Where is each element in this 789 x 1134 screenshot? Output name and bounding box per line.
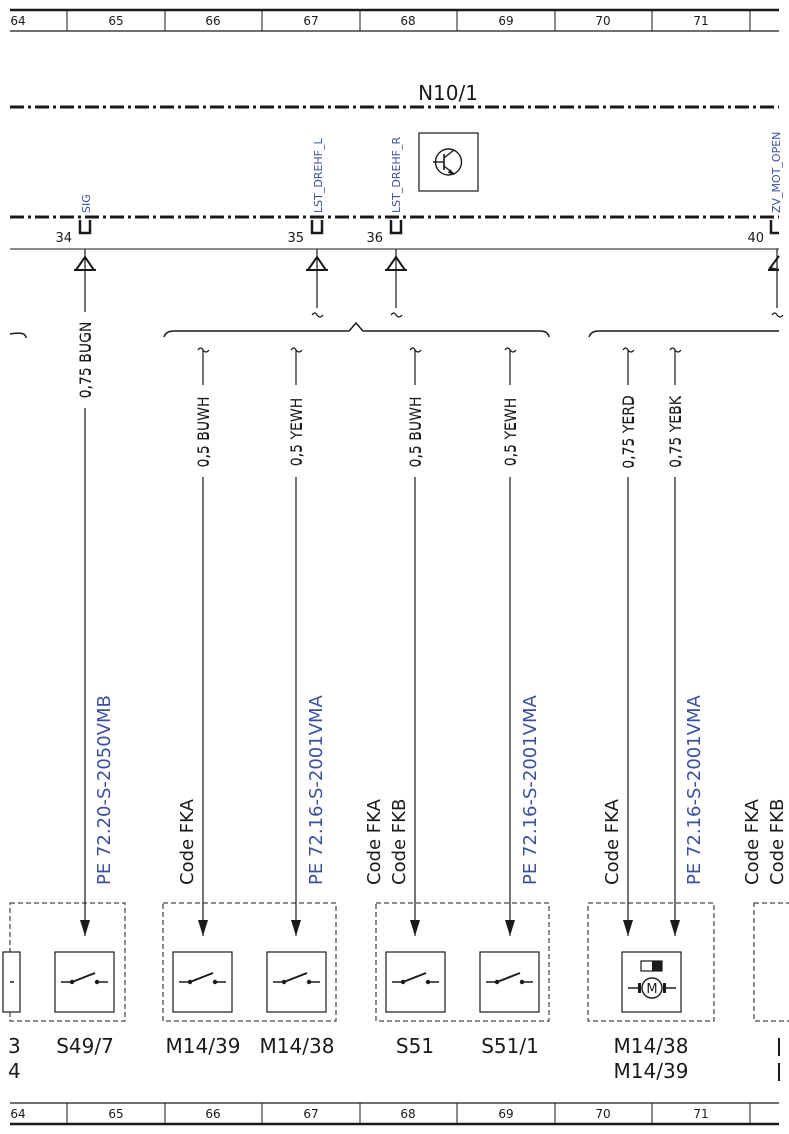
ref-s49-7: PE 72.20-S-2050VMB: [94, 695, 115, 885]
wire-label-bugn-text: 0,75 BUGN: [78, 322, 94, 399]
grid-col-66: 66: [205, 14, 220, 28]
grid-col-71-bottom: 71: [693, 1107, 708, 1121]
pin-signal-sig: SIG: [80, 194, 93, 213]
grid-col-68: 68: [400, 14, 415, 28]
switch-icon-s49-7: [54, 951, 115, 1013]
svg-text:M: M: [646, 982, 657, 997]
pin-number-35: 35: [287, 231, 304, 246]
grid-col-67: 67: [303, 14, 318, 28]
wire-label-yewh-1-text: 0,5 YEWH: [289, 398, 305, 466]
pin-signal-lst-drehf-r: LST_DREHF_R: [390, 137, 403, 213]
wire-label-yebk-text: 0,75 YEBK: [668, 395, 684, 468]
component-label-partial-2: 4: [8, 1059, 21, 1083]
grid-col-67-bottom: 67: [303, 1107, 318, 1121]
pin-signal-zv-mot-open: ZV_MOT_OPEN: [770, 132, 783, 213]
switch-icon-s51-1: [479, 951, 540, 1013]
wire-label-yerd-text: 0,75 YERD: [621, 395, 637, 469]
pin-number-36: 36: [366, 231, 383, 246]
component-label-s49-7: S49/7: [56, 1034, 114, 1058]
ref-m14: PE 72.16-S-2001VMA: [306, 694, 327, 885]
wire-label-yewh-2-text: 0,5 YEWH: [503, 398, 519, 466]
wire-label-buwh-1-text: 0,5 BUWH: [196, 397, 212, 468]
component-label-s51: S51: [396, 1034, 434, 1058]
code-fka-right: Code FKA: [742, 798, 763, 885]
top-grid-ruler: 64 65 66 67 68 69 70 71: [10, 8, 779, 32]
component-box-motor: [587, 902, 715, 1022]
component-label-motor-1: M14/38: [614, 1034, 689, 1058]
switch-icon-s51: [385, 951, 446, 1013]
grid-col-66-bottom: 66: [205, 1107, 220, 1121]
pin-number-34: 34: [55, 231, 72, 246]
transistor-icon: [418, 132, 479, 192]
component-label-m14-38: M14/38: [260, 1034, 335, 1058]
component-label-s51-1: S51/1: [481, 1034, 539, 1058]
grid-col-65: 65: [108, 14, 123, 28]
switch-icon-m14-39: [172, 951, 233, 1013]
motor-icon: M: [621, 951, 682, 1013]
component-box-m14: [162, 902, 337, 1022]
grid-col-68-bottom: 68: [400, 1107, 415, 1121]
grid-col-64-bottom: 64: [10, 1107, 25, 1121]
grid-col-70-bottom: 70: [595, 1107, 610, 1121]
switch-icon-m14-38: [266, 951, 327, 1013]
code-fka-motor: Code FKA: [602, 798, 623, 885]
cable-group-braces: [9, 321, 779, 339]
component-box-s49-7: [9, 902, 126, 1022]
component-label-partial-1: 3: [8, 1034, 21, 1058]
pin-number-40: 40: [747, 231, 764, 246]
grid-col-65-bottom: 65: [108, 1107, 123, 1121]
code-fka-s51: Code FKA: [364, 798, 385, 885]
grid-col-70: 70: [595, 14, 610, 28]
switch-partial: [2, 951, 21, 1013]
pin-signal-lst-drehf-l: LST_DREHF_L: [312, 138, 325, 213]
component-label-motor-2: M14/39: [614, 1059, 689, 1083]
connector-terminals: [74, 255, 780, 271]
module-n10-1: N10/1 SIG LST_DREHF_L LST_DREHF_R ZV_MOT…: [10, 81, 783, 246]
component-box-s51: [375, 902, 550, 1022]
ref-m14-38: PE 72.16-S-2001VMA: [684, 694, 705, 885]
code-fkb-right: Code FKB: [767, 799, 788, 885]
grid-col-71: 71: [693, 14, 708, 28]
ref-s51: PE 72.16-S-2001VMA: [520, 694, 541, 885]
grid-col-69: 69: [498, 14, 513, 28]
grid-col-64: 64: [10, 14, 25, 28]
wire-label-buwh-2-text: 0,5 BUWH: [408, 397, 424, 468]
code-fkb-s51: Code FKB: [389, 799, 410, 885]
component-label-m14-39: M14/39: [166, 1034, 241, 1058]
component-box-right: [753, 902, 789, 1022]
bottom-grid-ruler: 64 65 66 67 68 69 70 71: [10, 1102, 779, 1126]
module-label: N10/1: [418, 81, 478, 105]
code-fka-m14: Code FKA: [177, 798, 198, 885]
grid-col-69-bottom: 69: [498, 1107, 513, 1121]
